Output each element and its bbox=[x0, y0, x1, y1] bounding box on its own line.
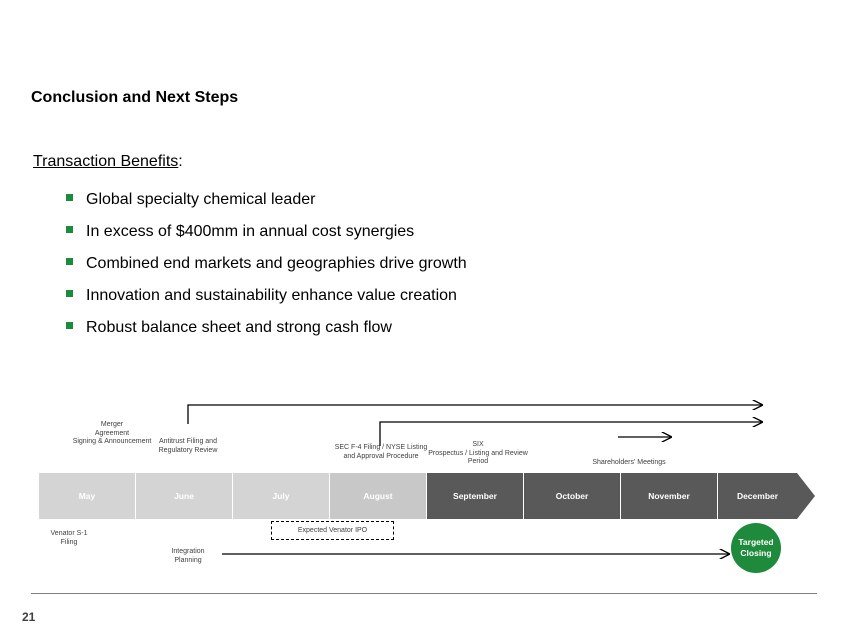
list-item: Combined end markets and geographies dri… bbox=[66, 251, 467, 283]
month-june: June bbox=[136, 473, 232, 519]
label-line: Integration bbox=[171, 548, 205, 555]
label-line: Venator S-1 bbox=[50, 530, 88, 537]
benefits-heading-colon: : bbox=[178, 153, 183, 170]
sec-label: SEC F-4 Filing / NYSE Listing and Approv… bbox=[328, 444, 434, 461]
label-line: Filing bbox=[60, 538, 78, 546]
label-line: Regulatory Review bbox=[158, 446, 218, 454]
month-bar-arrow-tip bbox=[797, 473, 815, 519]
label-line: SEC F-4 Filing / NYSE Listing bbox=[334, 444, 428, 451]
month-label: July bbox=[272, 491, 290, 501]
list-item: Global specialty chemical leader bbox=[66, 187, 467, 219]
integration-label: Integration Planning bbox=[158, 548, 218, 565]
label-line: and Approval Procedure bbox=[343, 452, 419, 460]
label-line: Signing & Announcement bbox=[72, 438, 152, 445]
month-october: October bbox=[524, 473, 620, 519]
footer-divider bbox=[31, 593, 817, 594]
bullet-square-icon bbox=[66, 322, 73, 329]
month-may: May bbox=[39, 473, 135, 519]
list-item: In excess of $400mm in annual cost syner… bbox=[66, 219, 467, 251]
bullet-text: Combined end markets and geographies dri… bbox=[86, 255, 467, 272]
month-december: December bbox=[718, 473, 797, 519]
month-label: August bbox=[363, 491, 393, 501]
bullet-square-icon bbox=[66, 194, 73, 201]
page-title: Conclusion and Next Steps bbox=[31, 89, 239, 106]
month-july: July bbox=[233, 473, 329, 519]
bullet-square-icon bbox=[66, 258, 73, 265]
venator-s1-label: Venator S-1 Filing bbox=[44, 530, 94, 547]
expected-ipo-label: Expected Venator IPO bbox=[297, 527, 368, 534]
bullet-square-icon bbox=[66, 226, 73, 233]
label-line: Planning bbox=[174, 556, 202, 564]
month-label: November bbox=[648, 491, 690, 501]
bullet-text: Innovation and sustainability enhance va… bbox=[86, 287, 457, 304]
benefits-heading: Transaction Benefits: bbox=[33, 153, 183, 171]
label-line: Agreement bbox=[94, 429, 130, 437]
merger-label: Merger Agreement Signing & Announcement bbox=[64, 421, 160, 447]
six-label: SIX Prospectus / Listing and Review Peri… bbox=[424, 441, 532, 467]
month-september: September bbox=[427, 473, 523, 519]
month-label: December bbox=[736, 491, 779, 501]
label-line: SIX bbox=[472, 441, 484, 448]
label-line: Targeted bbox=[738, 537, 774, 547]
bullet-text: In excess of $400mm in annual cost syner… bbox=[86, 223, 415, 240]
antitrust-label: Antitrust Filing and Regulatory Review bbox=[150, 438, 226, 455]
month-label: September bbox=[453, 491, 497, 501]
antitrust-arrow bbox=[187, 405, 762, 424]
list-item: Innovation and sustainability enhance va… bbox=[66, 283, 467, 315]
benefits-list: Global specialty chemical leader In exce… bbox=[66, 187, 467, 347]
expected-ipo-box: Expected Venator IPO bbox=[271, 521, 394, 540]
bullet-text: Robust balance sheet and strong cash flo… bbox=[86, 319, 392, 336]
label-line: Period bbox=[467, 458, 489, 465]
shareholders-label: Shareholders' Meetings bbox=[592, 459, 666, 466]
page-number: 21 bbox=[22, 610, 36, 624]
bullet-square-icon bbox=[66, 290, 73, 297]
month-label: May bbox=[78, 491, 96, 501]
month-november: November bbox=[621, 473, 717, 519]
label-line: Prospectus / Listing and Review bbox=[428, 449, 528, 457]
benefits-heading-text: Transaction Benefits bbox=[33, 153, 179, 170]
bullet-text: Global specialty chemical leader bbox=[86, 191, 316, 208]
label-line: Antitrust Filing and bbox=[159, 438, 217, 445]
sec-arrow bbox=[379, 422, 762, 446]
targeted-closing-badge: Targeted Closing bbox=[731, 523, 781, 573]
label-line: Closing bbox=[740, 548, 772, 558]
month-label: June bbox=[174, 491, 194, 501]
month-august: August bbox=[330, 473, 426, 519]
month-label: October bbox=[555, 491, 589, 501]
label-line: Merger bbox=[100, 421, 124, 428]
list-item: Robust balance sheet and strong cash flo… bbox=[66, 315, 467, 347]
